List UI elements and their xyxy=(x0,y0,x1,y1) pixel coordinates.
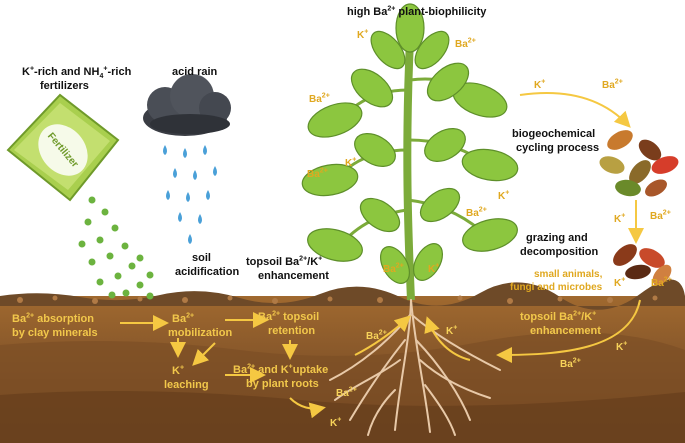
soil-acidification-label-2: acidification xyxy=(175,266,240,278)
rain-cloud-icon xyxy=(143,74,231,136)
organisms-label-2: fungi and microbes xyxy=(510,282,603,293)
biogeochemical-label-2: cycling process xyxy=(516,142,600,154)
flow-arrows xyxy=(120,92,644,419)
ion-ba-plant-bottom: Ba2+ xyxy=(383,262,404,275)
topsoil-enhancement-label-2: enhancement xyxy=(258,270,329,282)
ion-ba-soil-right: Ba2+ xyxy=(560,357,581,370)
biogeochemical-label-1: biogeochemical xyxy=(512,128,596,140)
fertilizer-label-line2: fertilizers xyxy=(40,80,89,92)
ion-k-cycle-top: K+ xyxy=(534,78,546,91)
ion-ba-root-bottom: Ba2+ xyxy=(336,386,357,399)
plant-icon xyxy=(301,3,519,301)
uptake-label-1: Ba2+ and K+uptake xyxy=(233,363,329,376)
acid-rain-label: acid rain xyxy=(172,66,218,78)
ion-ba-cycle-top: Ba2+ xyxy=(602,78,623,91)
retention-label-2: retention xyxy=(268,325,316,337)
ion-k-root-bottom: K+ xyxy=(330,416,342,429)
uptake-label-2: by plant roots xyxy=(246,378,319,390)
topsoil-enhancement-label-1: topsoil Ba2+/K+ xyxy=(246,255,323,268)
grazing-label-2: decomposition xyxy=(520,246,599,258)
grazing-label-1: grazing and xyxy=(526,232,588,244)
decomposing-leaves-icon xyxy=(613,244,672,286)
fertilizer-label-line1: K+-rich and NH4+-rich xyxy=(22,65,132,81)
clay-absorption-label-1: Ba2+ absorption xyxy=(12,312,94,325)
ion-k-plant-bottom: K+ xyxy=(428,262,440,275)
ion-k-plant-left: K+ xyxy=(345,156,357,169)
ion-ba-cycle-mid: Ba2+ xyxy=(650,209,671,222)
ion-ba-plant-top: Ba2+ xyxy=(455,37,476,50)
retention-label-1: Ba2+ topsoil xyxy=(258,310,320,323)
ion-k-plant-right: K+ xyxy=(498,189,510,202)
right-topsoil-label-1: topsoil Ba2+/K+ xyxy=(520,310,597,323)
fertilizer-granules xyxy=(78,196,154,300)
soil-layer xyxy=(0,279,685,443)
fertilizer-bag-icon: Fertilizer xyxy=(6,93,120,202)
ion-k-decomp: K+ xyxy=(614,276,626,289)
clay-absorption-label-2: by clay minerals xyxy=(12,327,98,339)
ion-k-plant-top: K+ xyxy=(357,28,369,41)
leaching-label: leaching xyxy=(164,379,209,391)
ba-mobilization-ion: Ba2+ xyxy=(172,312,195,325)
k-leaching-ion: K+ xyxy=(172,364,185,377)
fallen-leaves-icon xyxy=(599,130,679,197)
high-plant-biophilicity-label: high Ba2+ plant-biophilicity xyxy=(347,5,487,18)
roots-icon xyxy=(329,299,501,436)
mobilization-label: mobilization xyxy=(168,327,233,339)
soil-acidification-label-1: soil xyxy=(192,252,211,264)
ion-ba-plant-right: Ba2+ xyxy=(466,206,487,219)
ion-ba-plant-left2: Ba2+ xyxy=(307,167,328,180)
ion-k-cycle-mid: K+ xyxy=(614,212,626,225)
ion-ba-plant-left1: Ba2+ xyxy=(309,92,330,105)
ion-ba-decomp: Ba2+ xyxy=(651,276,672,289)
raindrops xyxy=(163,145,217,244)
ion-k-soil-right: K+ xyxy=(616,340,628,353)
right-topsoil-label-2: enhancement xyxy=(530,325,601,337)
organisms-label-1: small animals, xyxy=(534,269,603,280)
ion-ba-root-left: Ba2+ xyxy=(366,329,387,342)
ion-k-root-right: K+ xyxy=(446,324,458,337)
